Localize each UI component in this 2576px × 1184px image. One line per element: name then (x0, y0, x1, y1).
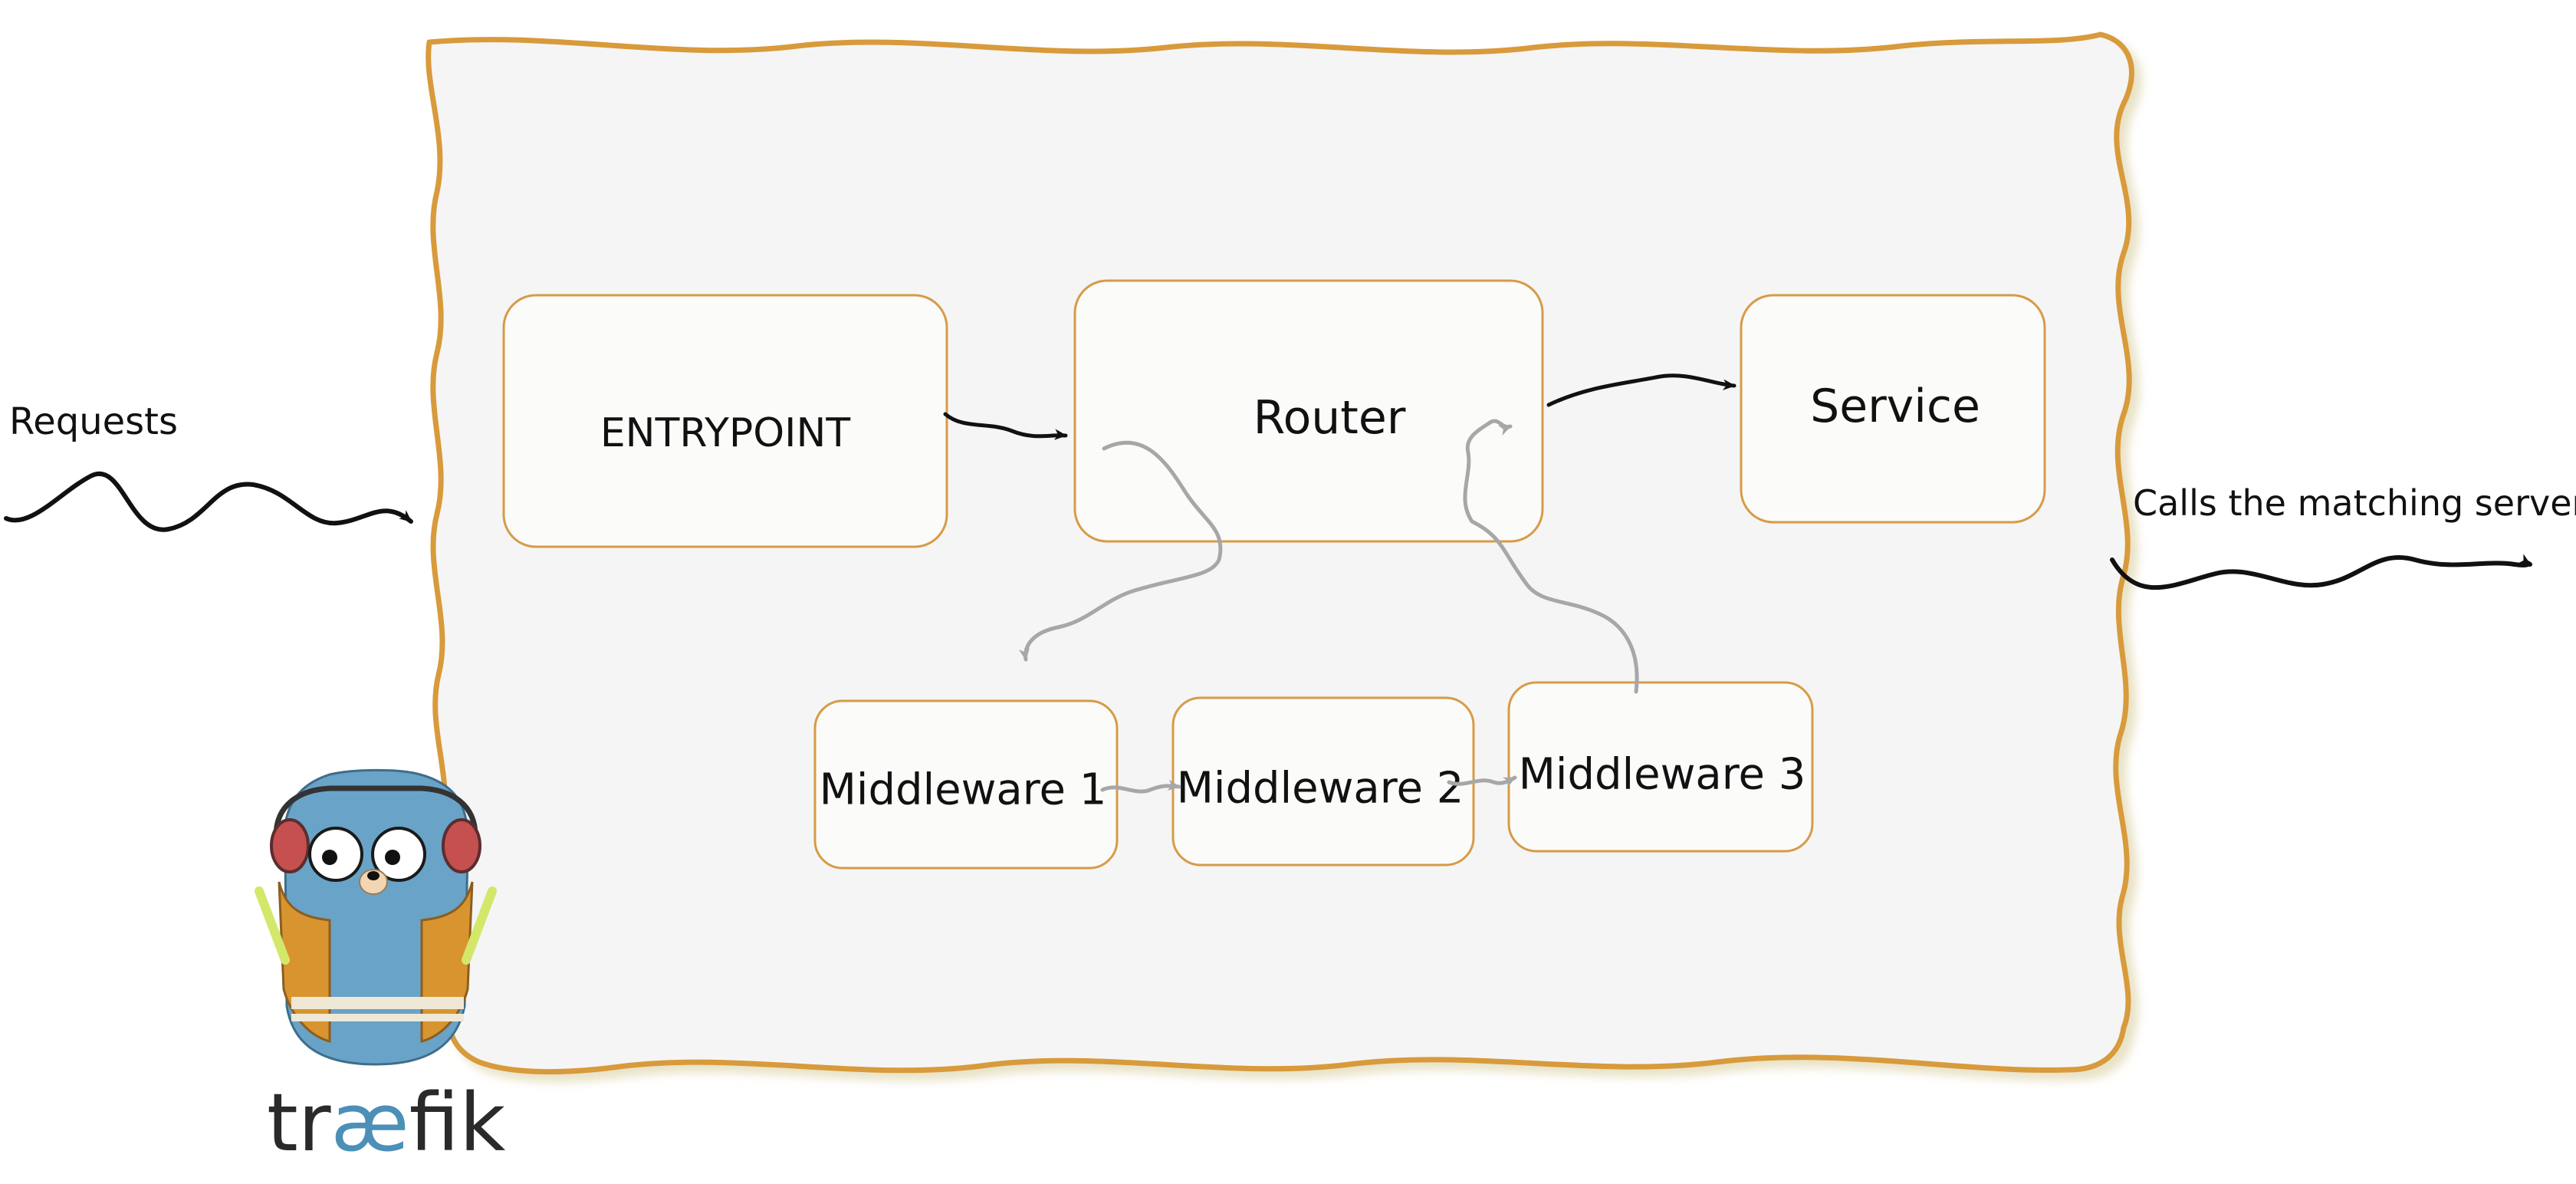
traefik-logo-post: fik (409, 1076, 506, 1169)
arrow-requests-to-frame (4, 471, 413, 532)
node-middleware-2: Middleware 2 (1171, 696, 1475, 867)
node-middleware-2-label: Middleware 2 (1177, 764, 1464, 814)
node-entrypoint: ENTRYPOINT (502, 294, 948, 548)
traefik-frame (426, 31, 2134, 1075)
calls-label: Calls the matching server (2133, 482, 2576, 524)
node-router-label: Router (1254, 391, 1406, 445)
arrow-middleware-3-to-router (1463, 419, 1639, 694)
node-service: Service (1740, 294, 2046, 524)
node-service-label: Service (1810, 380, 1980, 433)
arrow-service-to-server (2110, 554, 2532, 590)
node-middleware-1: Middleware 1 (813, 699, 1119, 870)
traefik-logo-ae: æ (331, 1076, 409, 1169)
arrow-middleware-1-to-2 (1100, 779, 1181, 794)
node-middleware-1-label: Middleware 1 (820, 765, 1107, 815)
arrow-router-to-service (1546, 373, 1737, 407)
traefik-logo-pre: tr (267, 1076, 331, 1169)
arrow-router-to-middleware-1 (1018, 440, 1223, 662)
traefik-logo: træfik (267, 1076, 505, 1169)
arrow-entrypoint-to-router (943, 412, 1068, 440)
node-entrypoint-label: ENTRYPOINT (600, 410, 851, 456)
node-middleware-3: Middleware 3 (1507, 681, 1814, 853)
traefik-gopher-mascot: træfik (255, 768, 505, 1169)
node-middleware-3-label: Middleware 3 (1519, 750, 1806, 800)
arrow-middleware-2-to-3 (1447, 775, 1517, 788)
requests-label: Requests (9, 400, 178, 443)
node-router: Router (1073, 279, 1544, 543)
